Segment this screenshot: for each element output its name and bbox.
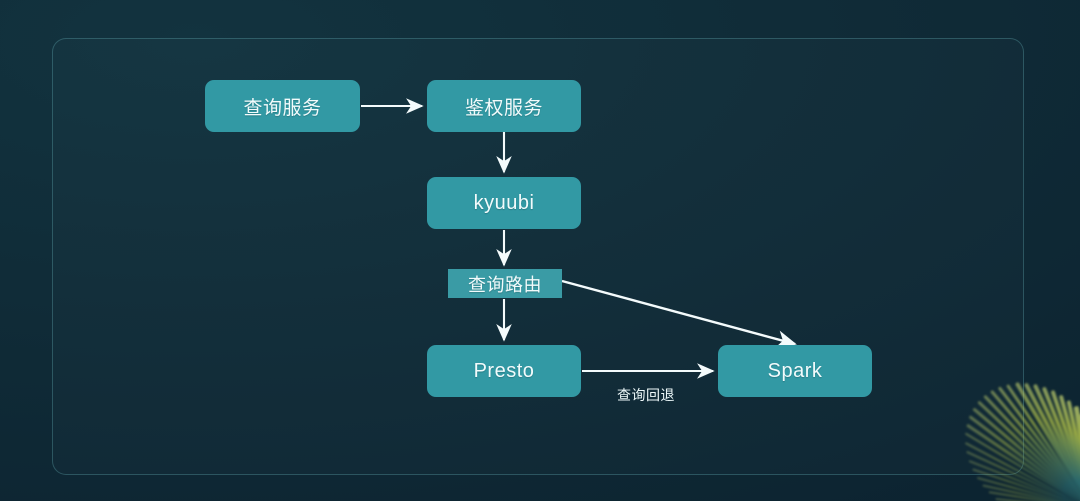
- node-query-router[interactable]: 查询路由: [448, 269, 562, 298]
- node-kyuubi[interactable]: kyuubi: [427, 177, 581, 229]
- node-spark[interactable]: Spark: [718, 345, 872, 397]
- diagram-card: [52, 38, 1024, 475]
- node-auth-service[interactable]: 鉴权服务: [427, 80, 581, 132]
- node-presto[interactable]: Presto: [427, 345, 581, 397]
- node-query-service[interactable]: 查询服务: [205, 80, 360, 132]
- edge-label-query-fallback: 查询回退: [617, 387, 675, 403]
